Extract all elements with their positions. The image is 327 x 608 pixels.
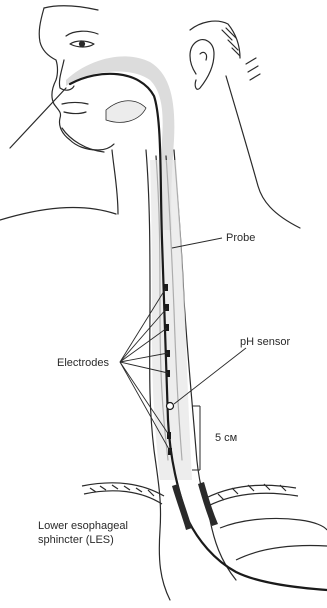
- les-label-line2: sphincter (LES): [38, 533, 148, 547]
- probe-label: Probe: [226, 231, 255, 245]
- head-outline: [0, 6, 300, 228]
- electrode-marker: [165, 324, 169, 331]
- les-label: Lower esophageal sphincter (LES): [38, 519, 148, 547]
- les-label-line1: Lower esophageal: [38, 519, 148, 533]
- ph-sensor-marker: [167, 403, 174, 410]
- electrodes-label: Electrodes: [57, 356, 109, 370]
- probe-line: [70, 74, 327, 590]
- stomach-outline: [220, 518, 327, 560]
- diaphragm: [82, 483, 298, 506]
- electrode-marker: [166, 370, 170, 377]
- les-bands: [172, 482, 218, 530]
- ph-sensor-label: pH sensor: [240, 335, 290, 349]
- distance-label: 5 см: [215, 431, 237, 445]
